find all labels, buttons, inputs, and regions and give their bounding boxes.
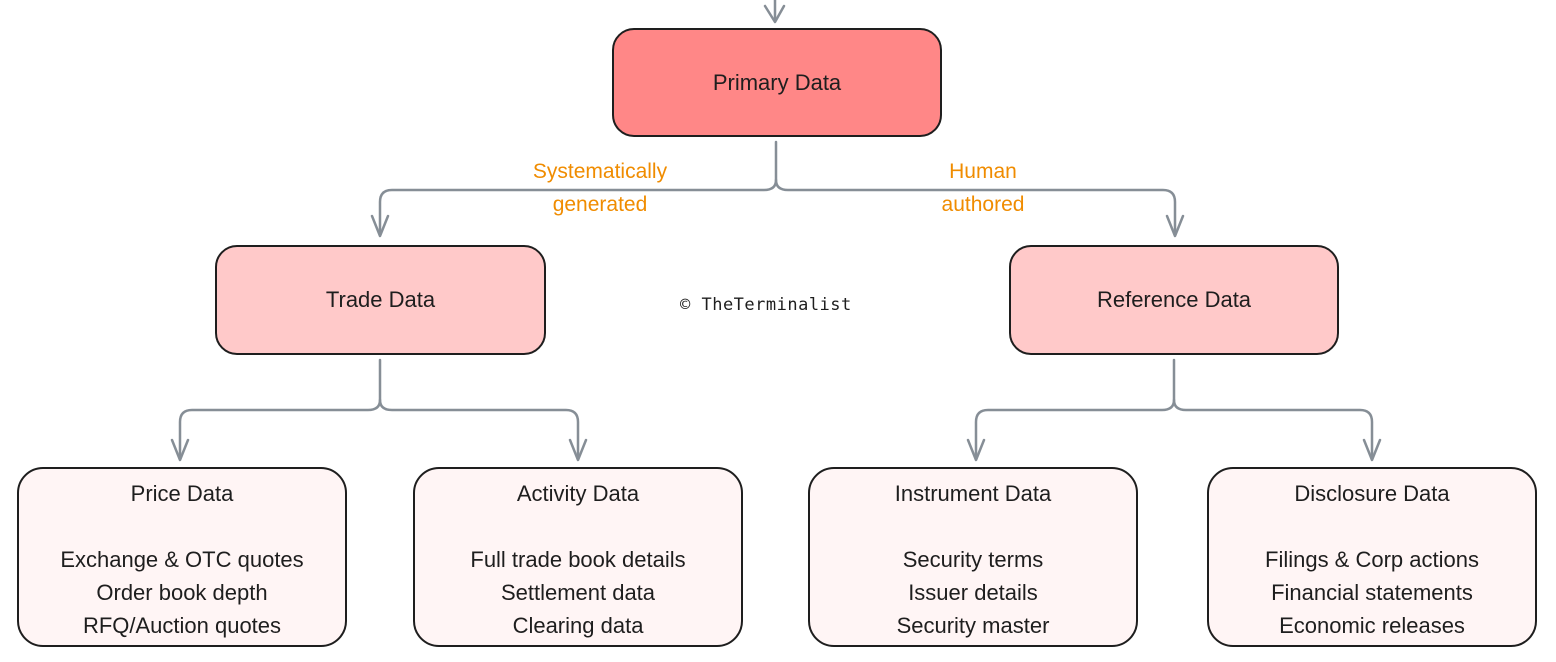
- instrument-data-item: Security master: [896, 613, 1050, 638]
- reference-data-node: Reference Data: [1009, 245, 1339, 355]
- activity-data-item: Settlement data: [500, 580, 656, 605]
- watermark: © TheTerminalist: [680, 295, 852, 315]
- activity-data-item: Clearing data: [512, 613, 644, 638]
- trade-data-node: Trade Data: [215, 245, 546, 355]
- primary-data-node: Primary Data: [612, 28, 942, 137]
- edge-label-human-line1: Human: [949, 160, 1017, 183]
- instrument-data-title: Instrument Data: [894, 481, 1052, 506]
- edge-label-systematic: Systematically generated: [500, 155, 700, 221]
- trade-data-label: Trade Data: [325, 287, 436, 312]
- disclosure-data-item: Economic releases: [1279, 613, 1465, 638]
- disclosure-data-node: Disclosure Data Filings & Corp actions F…: [1207, 467, 1537, 647]
- price-data-title: Price Data: [130, 481, 234, 506]
- price-data-item: RFQ/Auction quotes: [82, 613, 282, 638]
- edge-label-human: Human authored: [883, 155, 1083, 221]
- disclosure-data-title: Disclosure Data: [1294, 481, 1450, 506]
- edge-label-systematic-line1: Systematically: [532, 160, 668, 183]
- disclosure-data-item: Filings & Corp actions: [1265, 547, 1479, 572]
- price-data-node: Price Data Exchange & OTC quotes Order b…: [17, 467, 347, 647]
- price-data-item: Order book depth: [96, 580, 268, 605]
- primary-data-label: Primary Data: [712, 69, 842, 95]
- instrument-data-item: Security terms: [902, 547, 1044, 572]
- activity-data-item: Full trade book details: [470, 547, 686, 572]
- instrument-data-item: Issuer details: [908, 580, 1038, 605]
- activity-data-node: Activity Data Full trade book details Se…: [413, 467, 743, 647]
- edge-label-systematic-line2: generated: [552, 193, 648, 216]
- reference-data-label: Reference Data: [1096, 287, 1252, 312]
- disclosure-data-item: Financial statements: [1271, 580, 1473, 605]
- activity-data-title: Activity Data: [516, 481, 640, 506]
- edge-label-human-line2: authored: [941, 193, 1025, 216]
- instrument-data-node: Instrument Data Security terms Issuer de…: [808, 467, 1138, 647]
- price-data-item: Exchange & OTC quotes: [60, 547, 304, 572]
